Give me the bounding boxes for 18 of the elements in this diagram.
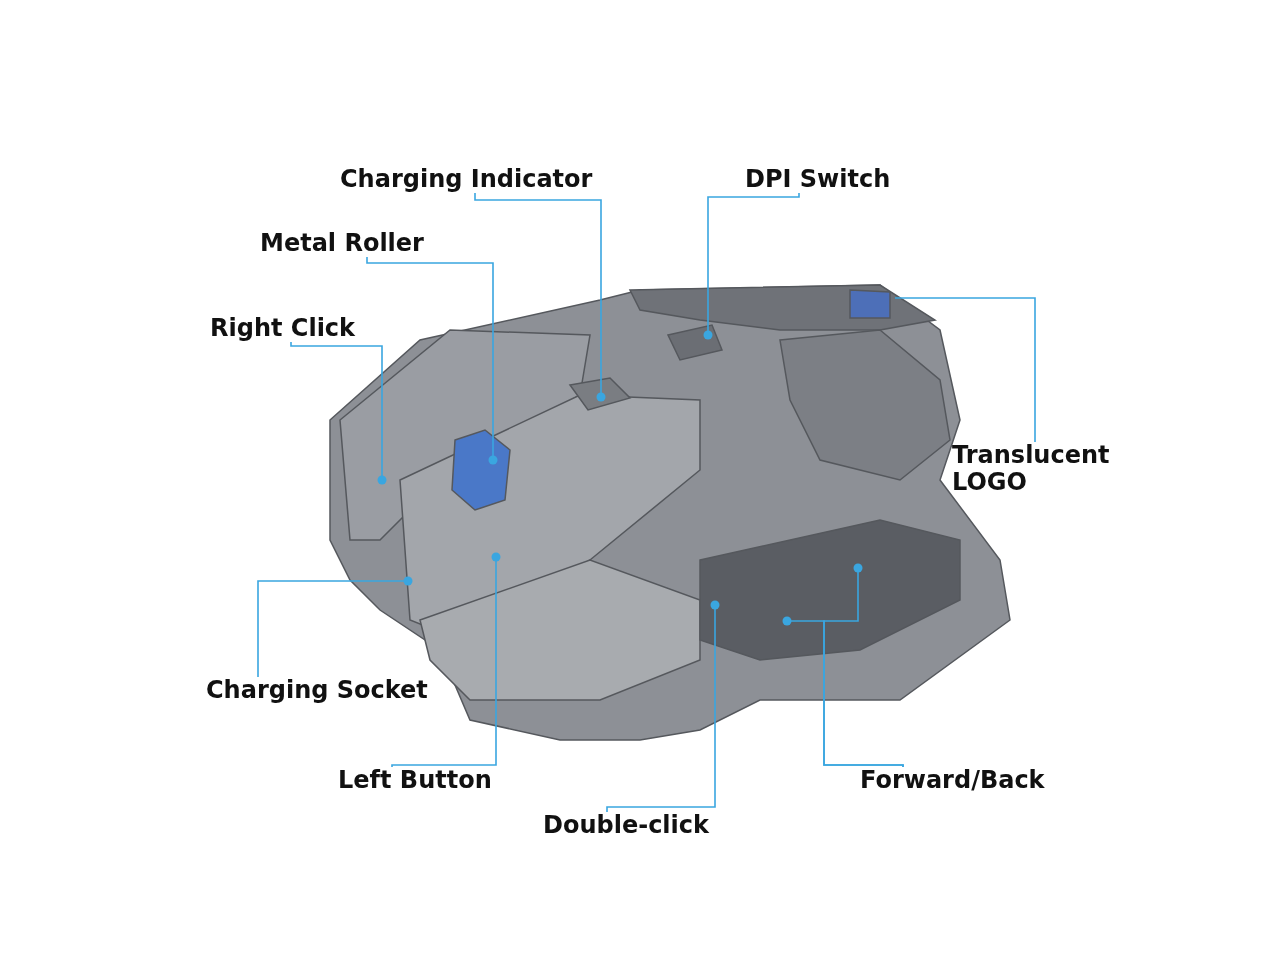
leader-line xyxy=(366,256,498,465)
leader-line xyxy=(290,341,387,485)
callout-label: Charging Indicator xyxy=(340,166,593,193)
callout-label: Right Click xyxy=(210,315,356,342)
leader-line xyxy=(257,576,413,678)
callout-label: Double-click xyxy=(543,812,709,839)
leader-line xyxy=(823,563,904,768)
callout-label: DPI Switch xyxy=(745,166,891,193)
callout-label: Translucent LOGO xyxy=(952,442,1112,496)
leader-line xyxy=(894,297,1036,443)
leader-line xyxy=(703,192,800,340)
leader-line xyxy=(474,192,606,402)
callout-label: Forward/Back xyxy=(860,767,1045,794)
callout-label: Metal Roller xyxy=(260,230,424,257)
callout-label: Left Button xyxy=(338,767,492,794)
callout-label: Charging Socket xyxy=(206,677,428,704)
leader-line xyxy=(391,552,501,768)
leader-line xyxy=(606,600,720,813)
